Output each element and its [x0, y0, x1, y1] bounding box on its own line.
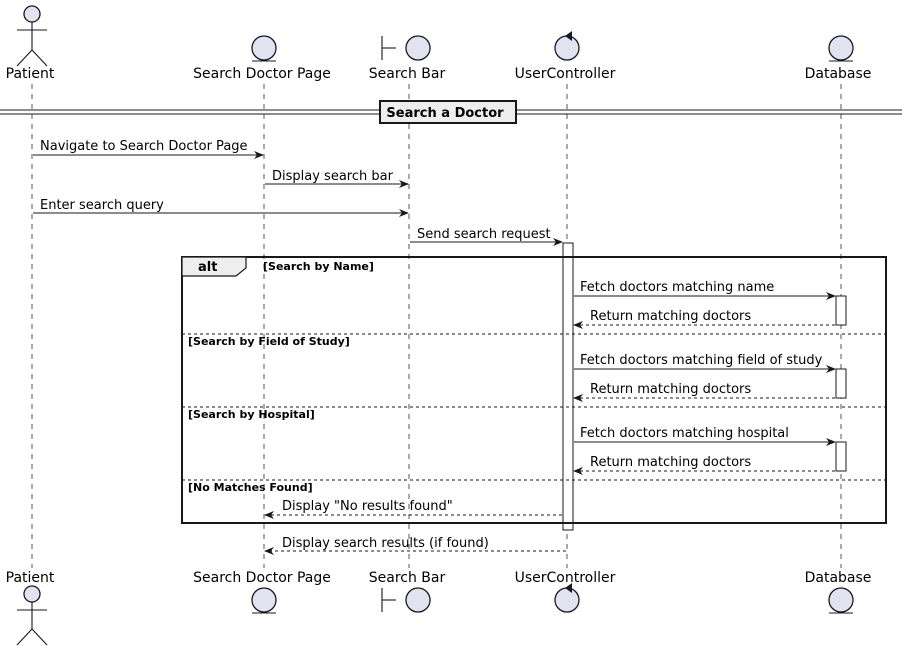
participant-label: Search Doctor Page	[193, 66, 331, 82]
participant-label: UserController	[515, 66, 616, 82]
activation-bar	[835, 295, 847, 326]
participant-heads-bottom: Patient Search Doctor Page Search Bar Us…	[6, 570, 872, 646]
participant-label: Database	[805, 66, 872, 82]
control-icon	[554, 31, 580, 61]
participant-label: Search Doctor Page	[193, 570, 331, 586]
alt-condition: [Search by Field of Study]	[188, 335, 350, 348]
boundary-icon	[381, 35, 431, 61]
participant-label: Search Bar	[369, 66, 446, 82]
participant-label: UserController	[515, 570, 616, 586]
message-label: Display "No results found"	[282, 499, 453, 514]
message-label: Return matching doctors	[590, 309, 751, 324]
participant-label: Patient	[6, 66, 55, 82]
entity-icon	[251, 35, 277, 62]
alt-keyword: alt	[198, 260, 217, 275]
section-divider: Search a Doctor	[0, 100, 902, 124]
message-label: Display search results (if found)	[282, 536, 489, 551]
activation-bar	[562, 242, 574, 531]
message-label: Fetch doctors matching hospital	[580, 426, 789, 441]
participant-label: Patient	[6, 570, 55, 586]
message-label: Enter search query	[40, 198, 164, 213]
message-label: Fetch doctors matching field of study	[580, 353, 823, 368]
participant-label: Database	[805, 570, 872, 586]
participant-heads-top: Patient Search Doctor Page Search Bar Us…	[6, 5, 872, 82]
alt-fragment: alt [Search by Name] [Search by Field of…	[181, 256, 887, 524]
entity-icon	[251, 587, 277, 614]
lifelines	[31, 84, 842, 568]
alt-condition: [Search by Hospital]	[188, 408, 315, 421]
divider-label: Search a Doctor	[386, 106, 504, 121]
message-label: Return matching doctors	[590, 455, 751, 470]
entity-icon	[828, 587, 854, 614]
message-label: Send search request	[417, 227, 551, 242]
alt-condition: [Search by Name]	[263, 260, 374, 273]
entity-icon	[828, 35, 854, 62]
alt-condition: [No Matches Found]	[188, 481, 313, 494]
activation-bars	[562, 242, 847, 531]
message-label: Display search bar	[272, 169, 394, 184]
activation-bar	[835, 441, 847, 472]
participant-label: Search Bar	[369, 570, 446, 586]
boundary-icon	[381, 587, 431, 613]
message-label: Navigate to Search Doctor Page	[40, 139, 248, 154]
message-label: Return matching doctors	[590, 382, 751, 397]
activation-bar	[835, 368, 847, 399]
message-label: Fetch doctors matching name	[580, 280, 774, 295]
actor-icon	[16, 5, 48, 67]
control-icon	[554, 583, 580, 613]
messages: Navigate to Search Doctor Page Display s…	[33, 139, 836, 555]
actor-icon	[16, 585, 48, 646]
